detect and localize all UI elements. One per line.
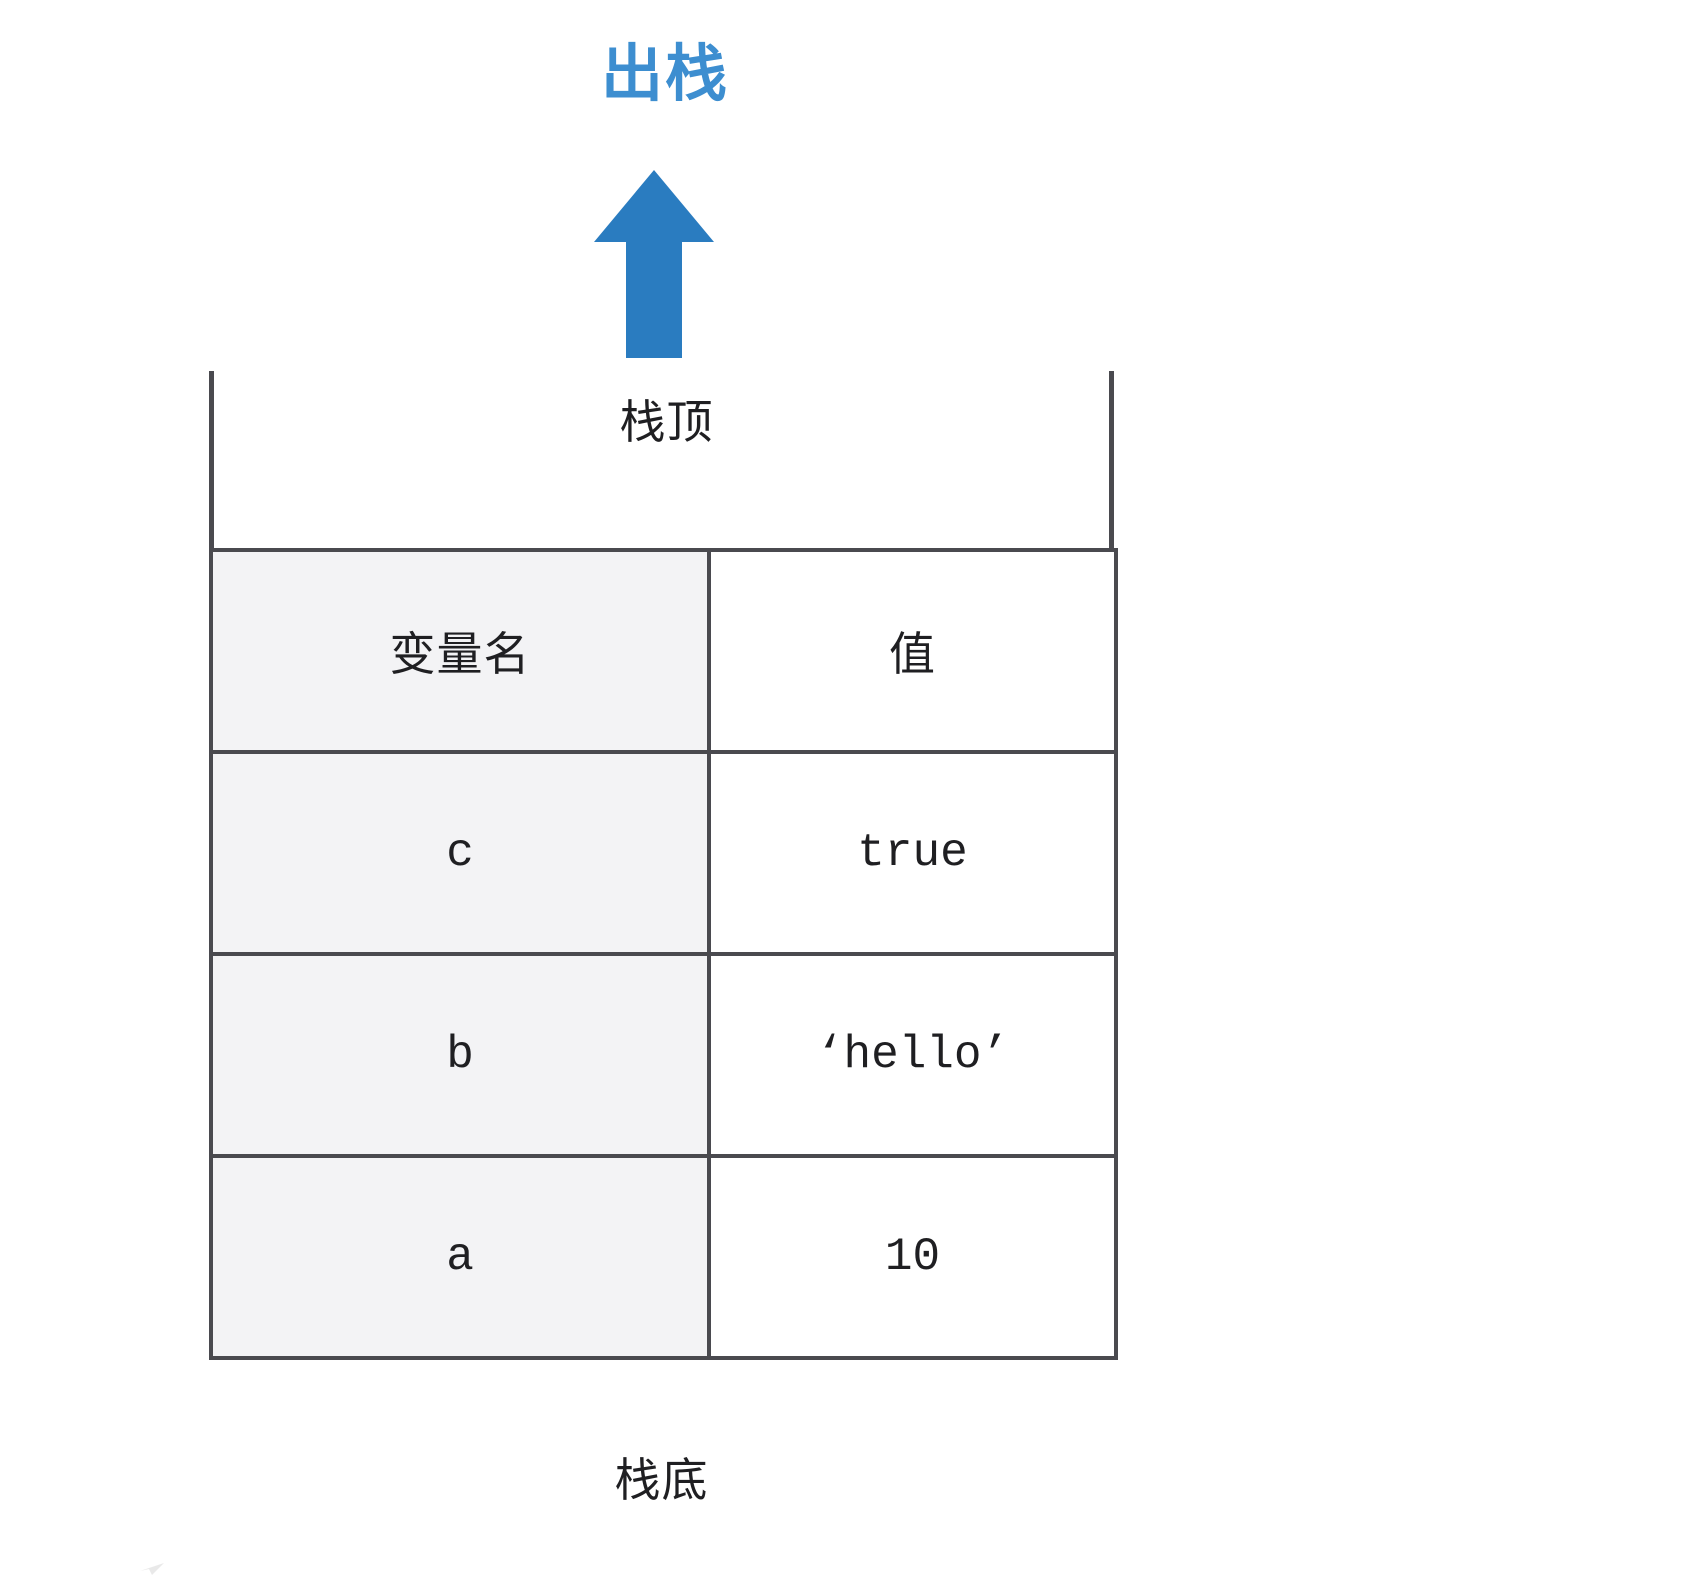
- pop-label: 出栈: [600, 40, 729, 109]
- stack-table: 变量名 值 c true b ‘hello’ a 10: [209, 548, 1118, 1360]
- table-row: c true: [209, 750, 1118, 956]
- row-variable-value: true: [707, 750, 1118, 956]
- stack-container: 栈顶 变量名 值 c true b ‘hello’: [209, 371, 1118, 1360]
- stack-top-label: 栈顶: [619, 396, 714, 448]
- corner-artifact-icon: [138, 1560, 166, 1576]
- row-variable-name: c: [209, 750, 711, 956]
- stack-bottom-label: 栈底: [614, 1454, 709, 1506]
- arrow-up-icon: [594, 170, 714, 358]
- column-header-variable-name: 变量名: [209, 548, 711, 754]
- row-variable-value: ‘hello’: [707, 952, 1118, 1158]
- table-header-row: 变量名 值: [209, 548, 1118, 754]
- row-variable-name: b: [209, 952, 711, 1158]
- row-variable-value: 10: [707, 1154, 1118, 1360]
- column-header-value: 值: [707, 548, 1118, 754]
- table-row: a 10: [209, 1154, 1118, 1360]
- pop-arrow: [592, 168, 716, 360]
- stack-open-top-walls: 栈顶: [209, 371, 1114, 548]
- table-row: b ‘hello’: [209, 952, 1118, 1158]
- row-variable-name: a: [209, 1154, 711, 1360]
